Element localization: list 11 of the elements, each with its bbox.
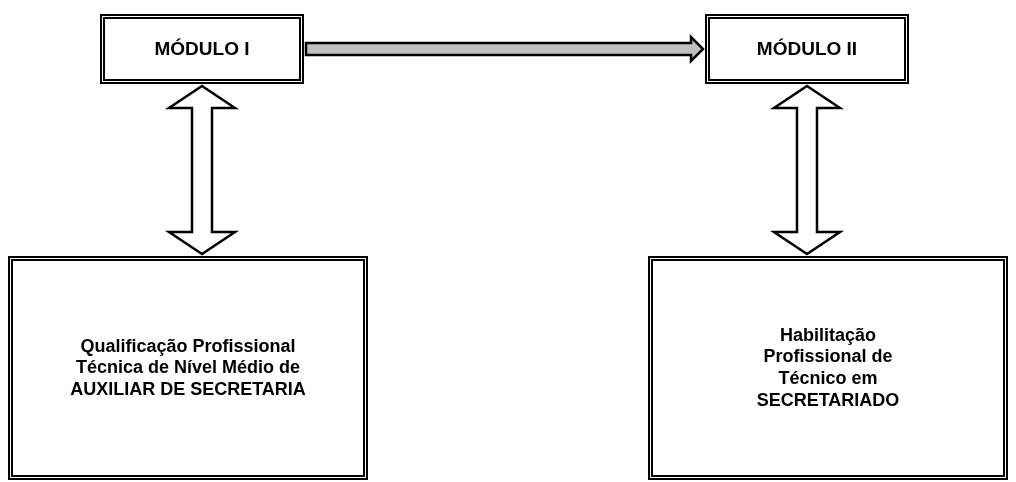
- box-label: MÓDULO I: [154, 37, 250, 61]
- block-arrow: [769, 84, 845, 256]
- double-border-box: [648, 256, 1008, 480]
- box-label: Habilitação Profissional de Técnico em SECRETARIADO: [755, 324, 901, 412]
- box-label: MÓDULO II: [756, 37, 858, 61]
- double-border-box: [8, 256, 368, 480]
- double-border-box: [705, 14, 909, 84]
- double-border-box: [100, 14, 304, 84]
- block-arrow: [304, 34, 705, 64]
- box-label: Qualificação Profissional Técnica de Nível Médio de AUXILIAR DE SECRETARIA: [69, 335, 307, 401]
- block-arrow: [164, 84, 240, 256]
